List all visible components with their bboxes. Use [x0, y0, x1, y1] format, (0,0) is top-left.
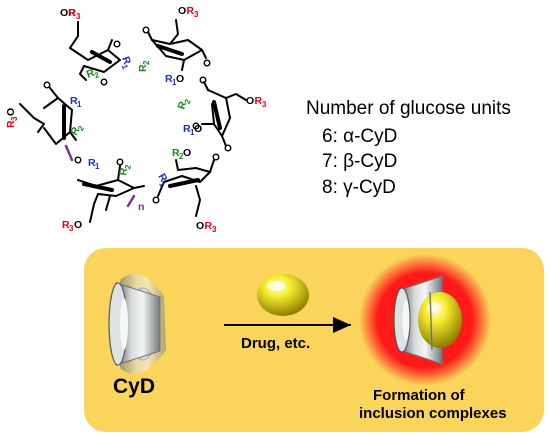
label-r1: R: [183, 123, 191, 135]
label-sub: 1: [95, 162, 100, 171]
arrow-label: Drug, etc.: [241, 335, 310, 352]
label-sub: 3: [212, 225, 217, 234]
glucose-row-beta: 7: β-CyD: [322, 151, 397, 172]
cyclodextrin-structure: [19, 19, 247, 223]
label-r3: R: [62, 219, 70, 231]
label-oxygen: O: [176, 73, 184, 85]
substituent-labels: OR R 3 O R 3 R 1 R 2 R 2 R 1 O O R 3: [5, 5, 267, 234]
glucose-unit-b: [142, 19, 211, 71]
label-oxygen: O: [74, 219, 82, 231]
label-r3: R: [5, 120, 17, 128]
label-oxygen: O: [183, 147, 191, 159]
label-sub: 1: [120, 63, 130, 71]
label-r2: R: [117, 167, 130, 177]
label-r1: R: [165, 73, 173, 85]
label-r2: R: [137, 64, 149, 72]
cyd-cone-icon: [108, 273, 166, 374]
inclusion-panel: CyD Drug, etc. Formation of inclusion co…: [84, 248, 544, 432]
label-r1: R: [119, 55, 133, 67]
result-label-line2: inclusion complexes: [359, 405, 507, 422]
glucose-row-gamma: 8: γ-CyD: [322, 177, 396, 198]
label-sub: 1: [172, 78, 177, 87]
inclusion-complex-icon: [359, 254, 491, 386]
label-r3: R: [187, 5, 195, 17]
label-oxygen: O: [5, 108, 17, 116]
label-sub: 2: [183, 97, 193, 105]
label-r3: R: [255, 95, 263, 107]
label-sub: 2: [123, 163, 133, 169]
label-sub: 3: [262, 100, 267, 109]
label-or3: O: [178, 5, 186, 17]
label-r2: R: [85, 67, 97, 81]
label-sub: 3: [76, 12, 81, 21]
glucose-unit-d: [152, 153, 220, 217]
glucose-units-legend: Number of glucose units 6: α-CyD 7: β-Cy…: [306, 98, 511, 198]
label-sub: 2: [179, 152, 184, 161]
label-r3: R: [69, 7, 77, 19]
label-sub: 1: [77, 100, 82, 109]
glucose-row-alpha: 6: α-CyD: [322, 126, 397, 147]
glucose-units-heading: Number of glucose units: [306, 98, 511, 119]
glucose-unit-a: [69, 21, 121, 81]
label-sub: 3: [69, 224, 74, 233]
label-sub: 1: [157, 180, 167, 189]
label-oxygen: O: [194, 123, 202, 135]
glucose-unit-f: [19, 81, 77, 145]
drug-sphere-icon: [257, 274, 309, 316]
label-sub: 3: [10, 116, 19, 121]
label-sub: 2: [142, 60, 151, 65]
label-or3: O: [196, 220, 204, 232]
label-or3: OR: [60, 7, 76, 19]
label-r1: R: [70, 95, 78, 107]
label-r2: R: [172, 147, 180, 159]
label-sub: 1: [190, 128, 195, 137]
label-r2: R: [176, 99, 190, 111]
cyd-label: CyD: [113, 375, 155, 398]
glucose-unit-c: [199, 76, 247, 152]
label-sub: 2: [76, 124, 86, 133]
label-r3: R: [205, 220, 213, 232]
label-or3: O: [246, 95, 254, 107]
glucose-unit-e: [77, 158, 145, 223]
label-repeat-n: n: [138, 201, 144, 213]
label-sub: 3: [194, 10, 199, 19]
label-r1: R: [88, 157, 96, 169]
label-sub: 2: [93, 70, 101, 80]
result-label-line1: Formation of: [373, 387, 466, 404]
